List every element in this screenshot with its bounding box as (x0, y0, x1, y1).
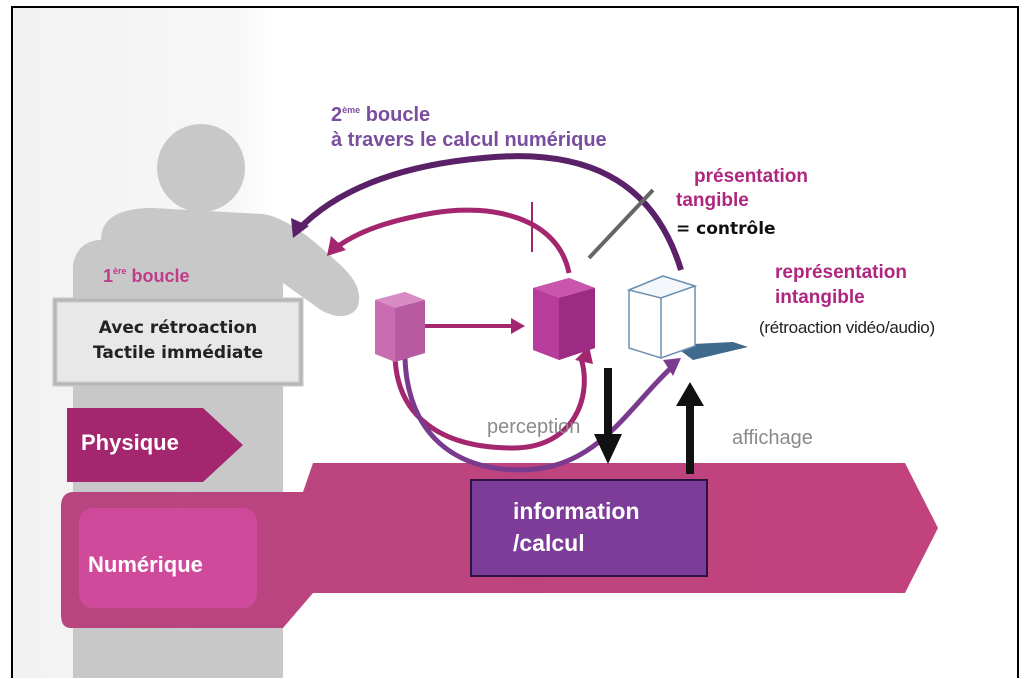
second-loop-label: 2ème boucle à travers le calcul numériqu… (331, 98, 607, 153)
lower-loop-arrowhead-2 (663, 358, 681, 376)
display-label: affichage (732, 427, 813, 449)
first-loop-arrowhead (327, 236, 346, 256)
lower-loop-to-white-cube (402, 357, 673, 473)
cube-to-cube-arrowhead (511, 318, 525, 334)
numerique-inner-box (79, 508, 257, 608)
second-loop-arc (295, 153, 684, 271)
information-calcul-label: information /calcul (513, 495, 640, 559)
tangible-line-2: tangible (676, 190, 749, 211)
perception-label: perception (487, 416, 581, 438)
diagram-canvas (13, 8, 938, 678)
light-cube (375, 292, 425, 362)
tangible-representation-label: présentation tangible (676, 165, 808, 213)
control-label: = contrôle (676, 219, 776, 239)
diagram-frame: 2ème boucle à travers le calcul numériqu… (11, 6, 1019, 678)
physique-arrow (67, 408, 243, 482)
digital-label: Numérique (88, 552, 203, 577)
first-loop-label: 1ère boucle (103, 266, 190, 287)
intangible-line-1: représentation (775, 262, 907, 283)
tangible-line-1: présentation (694, 166, 809, 187)
second-loop-subtitle: à travers le calcul numérique (331, 129, 607, 151)
av-feedback-label: (rétroaction vidéo/audio) (759, 318, 935, 337)
white-cube (626, 275, 748, 360)
tactile-line-2: Tactile immédiate (92, 343, 264, 363)
magenta-cube (533, 278, 595, 360)
lower-loop-arrowhead-1 (575, 346, 593, 364)
second-loop-arrowhead (291, 218, 309, 238)
physical-label: Physique (81, 430, 179, 455)
first-loop-superscript: ère (113, 266, 127, 276)
perception-arrow (594, 368, 622, 464)
information-calcul-box (470, 479, 708, 577)
tactile-line-1: Avec rétroaction (98, 318, 258, 338)
info-line-1: information (513, 498, 640, 524)
info-line-2: /calcul (513, 530, 585, 556)
second-loop-superscript: ème (342, 105, 361, 115)
intangible-line-2: intangible (775, 287, 865, 308)
second-loop-number: 2 (331, 104, 343, 126)
tactile-box-outline (54, 299, 302, 385)
intangible-representation-label: représentation intangible (775, 260, 907, 310)
affichage-arrow (676, 382, 704, 474)
first-loop-number: 1 (103, 266, 114, 286)
first-loop-arc (331, 207, 572, 274)
first-loop-word: boucle (126, 266, 190, 286)
tactile-feedback-label: Avec rétroaction Tactile immédiate (61, 316, 295, 366)
strike-line (587, 188, 655, 260)
lower-loop-to-mid-cube (392, 347, 587, 451)
second-loop-word: boucle (360, 104, 431, 126)
